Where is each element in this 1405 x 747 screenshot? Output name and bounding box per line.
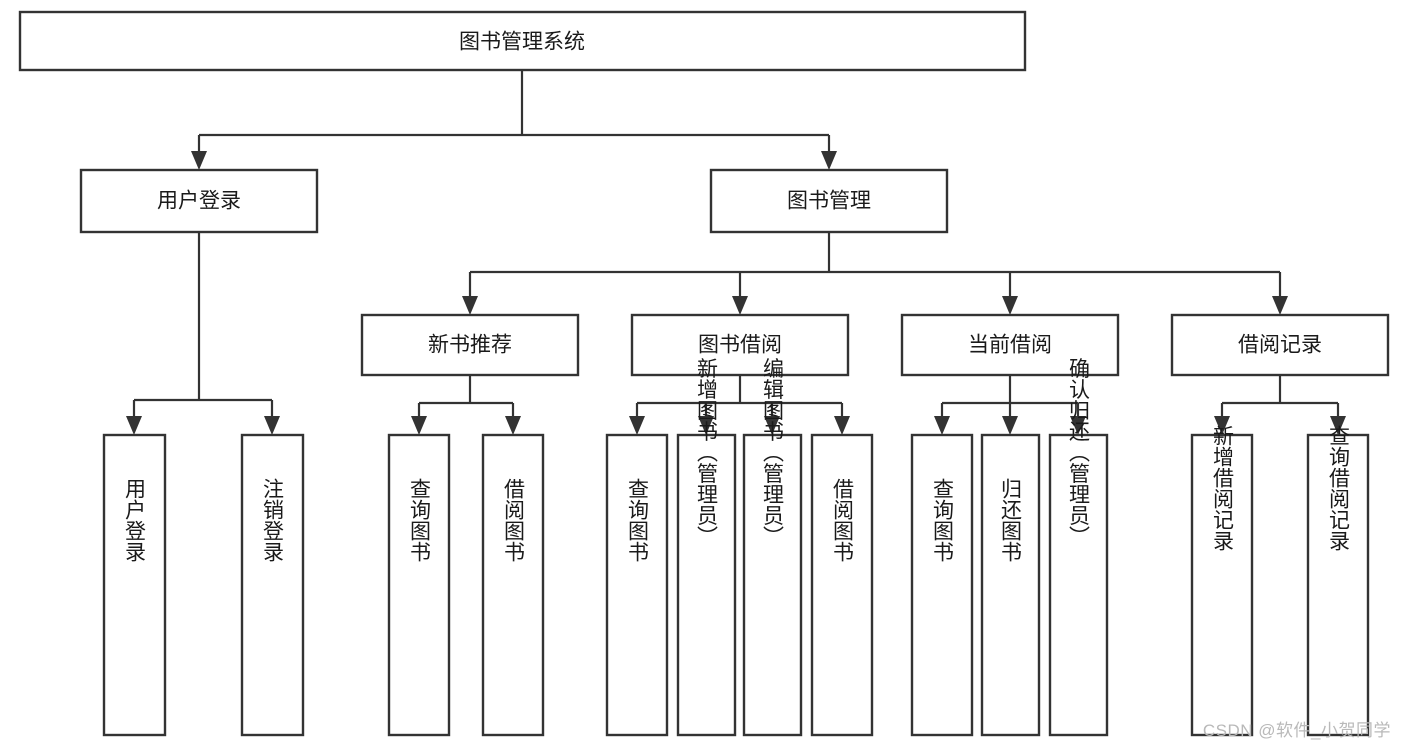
arrow-cb-leaf-1 [934, 416, 950, 435]
node-leaf-borrow-book-1-box[interactable] [481, 433, 545, 737]
node-book-manage[interactable]: 图书管理 [709, 168, 949, 234]
node-leaf-query-book-1[interactable]: 查询图书 [387, 433, 451, 737]
node-leaf-confirm-return[interactable]: 确认归还（管理员） [1048, 358, 1109, 737]
arrow-nb-leaf-2 [505, 416, 521, 435]
node-leaf-query-book-1-box[interactable] [387, 433, 451, 737]
node-current-borrow[interactable]: 当前借阅 [900, 313, 1120, 377]
arrow-bm-to-book-borrow [732, 296, 748, 315]
node-borrow-record-box[interactable] [1170, 313, 1390, 377]
arrow-root-to-book-manage [821, 151, 837, 170]
arrow-bb-leaf-2 [698, 416, 714, 435]
node-leaf-user-login-box[interactable] [102, 433, 167, 737]
node-leaf-add-record-box[interactable] [1190, 433, 1254, 737]
node-current-borrow-label: 当前借阅 [968, 334, 1052, 357]
node-leaf-add-book[interactable]: 新增图书（管理员） [676, 358, 737, 737]
node-leaf-query-record-box[interactable] [1306, 433, 1370, 737]
node-leaf-add-book-box[interactable] [676, 433, 737, 737]
node-leaf-logout-login[interactable]: 注销登录 [240, 433, 305, 737]
node-leaf-query-record[interactable]: 查询借阅记录 [1306, 425, 1370, 737]
node-leaf-user-login[interactable]: 用户登录 [102, 433, 167, 737]
arrow-bm-to-borrow-record [1272, 296, 1288, 315]
node-book-manage-box[interactable] [709, 168, 949, 234]
arrow-bb-leaf-4 [834, 416, 850, 435]
arrow-bm-to-new-book [462, 296, 478, 315]
node-current-borrow-box[interactable] [900, 313, 1120, 377]
node-leaf-borrow-book-2[interactable]: 借阅图书 [810, 433, 874, 737]
node-borrow-record-label: 借阅记录 [1238, 334, 1322, 357]
node-borrow-record[interactable]: 借阅记录 [1170, 313, 1390, 377]
node-root-label: 图书管理系统 [459, 31, 585, 54]
node-leaf-edit-book-box[interactable] [742, 433, 803, 737]
arrow-cb-leaf-3 [1070, 416, 1086, 435]
arrow-user-login-leaf-1 [126, 416, 142, 435]
node-leaf-borrow-book-2-label: 借阅图书 [831, 478, 855, 562]
node-root-box[interactable] [18, 10, 1027, 72]
arrow-cb-leaf-2 [1002, 416, 1018, 435]
arrow-root-to-user-login [191, 151, 207, 170]
node-leaf-query-book-1-label: 查询图书 [408, 478, 432, 562]
node-leaf-borrow-book-2-box[interactable] [810, 433, 874, 737]
csdn-watermark: CSDN @软件_小贺同学 [1202, 721, 1391, 740]
arrow-br-leaf-1 [1214, 416, 1230, 435]
arrow-br-leaf-2 [1330, 416, 1346, 435]
connector-layer [126, 70, 1346, 435]
arrow-bb-leaf-1 [629, 416, 645, 435]
node-leaf-query-book-3-box[interactable] [910, 433, 974, 737]
node-leaf-logout-login-label: 注销登录 [261, 478, 285, 562]
node-leaf-query-book-3-label: 查询图书 [931, 478, 955, 562]
node-leaf-user-login-label: 用户登录 [123, 478, 147, 562]
node-new-book-recommend[interactable]: 新书推荐 [360, 313, 580, 377]
node-leaf-query-book-2-label: 查询图书 [626, 478, 650, 562]
node-root[interactable]: 图书管理系统 [18, 10, 1027, 72]
node-book-borrow[interactable]: 图书借阅 [630, 313, 850, 377]
node-leaf-query-book-3[interactable]: 查询图书 [910, 433, 974, 737]
node-leaf-query-book-2[interactable]: 查询图书 [605, 433, 669, 737]
node-leaf-query-record-label: 查询借阅记录 [1327, 425, 1351, 551]
node-user-login-box[interactable] [79, 168, 319, 234]
node-leaf-return-book[interactable]: 归还图书 [980, 433, 1041, 737]
node-user-login[interactable]: 用户登录 [79, 168, 319, 234]
arrow-nb-leaf-1 [411, 416, 427, 435]
node-leaf-confirm-return-box[interactable] [1048, 433, 1109, 737]
node-book-manage-label: 图书管理 [787, 190, 871, 213]
arrow-user-login-leaf-2 [264, 416, 280, 435]
node-new-book-recommend-box[interactable] [360, 313, 580, 377]
node-leaf-return-book-box[interactable] [980, 433, 1041, 737]
node-leaf-query-book-2-box[interactable] [605, 433, 669, 737]
node-book-borrow-label: 图书借阅 [698, 334, 782, 357]
node-leaf-add-record[interactable]: 新增借阅记录 [1190, 425, 1254, 737]
node-book-borrow-box[interactable] [630, 313, 850, 377]
node-leaf-logout-login-box[interactable] [240, 433, 305, 737]
node-leaf-return-book-label: 归还图书 [999, 478, 1023, 562]
node-leaf-edit-book[interactable]: 编辑图书（管理员） [742, 358, 803, 737]
node-leaf-add-book-label: 新增图书（管理员） [695, 358, 719, 547]
node-new-book-recommend-label: 新书推荐 [428, 334, 512, 357]
node-user-login-label: 用户登录 [157, 190, 241, 213]
node-leaf-add-record-label: 新增借阅记录 [1211, 425, 1235, 551]
node-leaf-borrow-book-1[interactable]: 借阅图书 [481, 433, 545, 737]
arrow-bb-leaf-3 [764, 416, 780, 435]
node-leaf-confirm-return-label: 确认归还（管理员） [1067, 358, 1091, 547]
node-leaf-borrow-book-1-label: 借阅图书 [502, 478, 526, 562]
node-leaf-edit-book-label: 编辑图书（管理员） [761, 358, 785, 547]
arrow-bm-to-current-borrow [1002, 296, 1018, 315]
